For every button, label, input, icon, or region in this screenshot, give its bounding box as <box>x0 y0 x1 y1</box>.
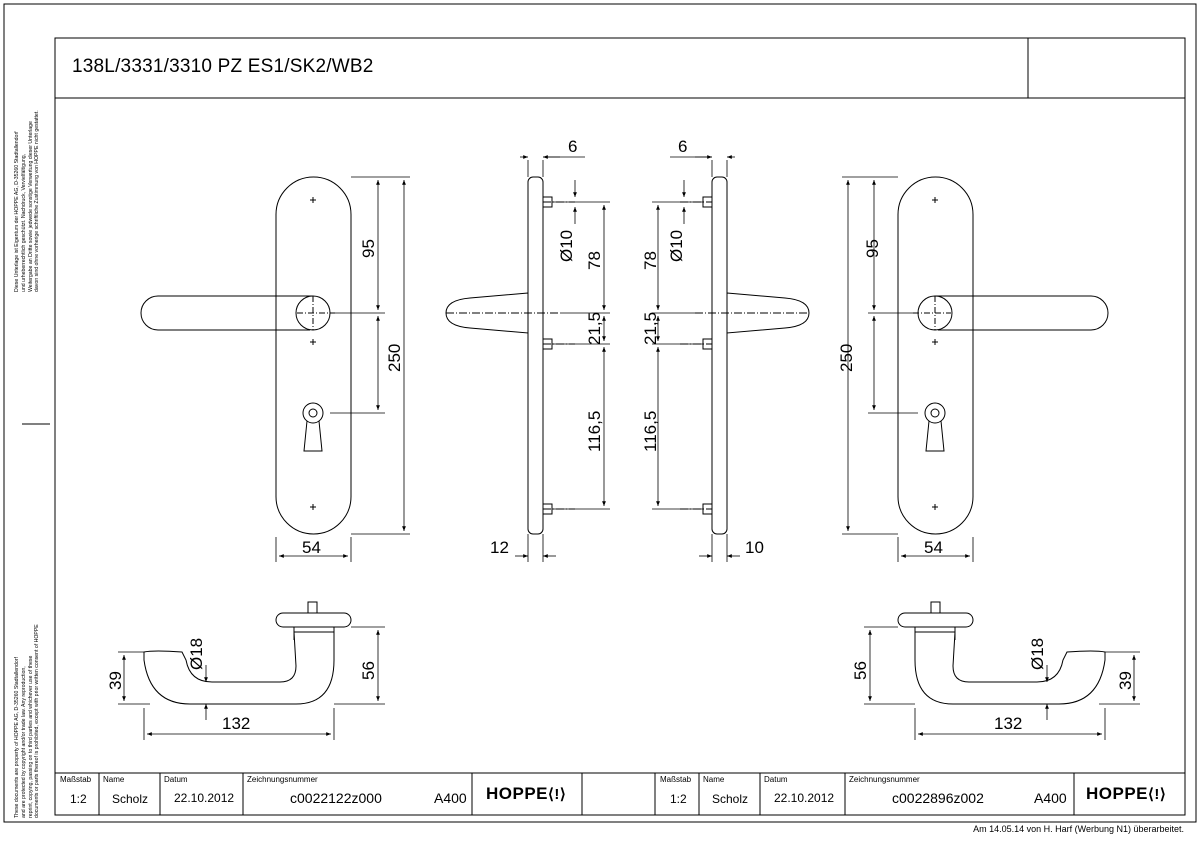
revision-footer: Am 14.05.14 von H. Harf (Werbung N1) übe… <box>973 824 1184 834</box>
dim-6-right: 6 <box>678 137 687 156</box>
scale-value: 1:2 <box>70 792 87 806</box>
copyright-note-en: These documents are property of HOPPE AG… <box>14 624 41 818</box>
dim-56-left: 56 <box>359 661 378 680</box>
dim-54-right: 54 <box>924 538 943 557</box>
side-right-dims <box>652 155 740 562</box>
dim-39-left: 39 <box>106 671 125 690</box>
dim-116-5-right: 116,5 <box>641 411 660 452</box>
front-view-right <box>897 176 1109 535</box>
name-value: Scholz <box>712 792 749 806</box>
label-name: Name <box>103 775 125 784</box>
hoppe-mark-icon: ⟨!⟩ <box>548 786 567 803</box>
scale-value: 1:2 <box>670 792 687 806</box>
note-en-line: documents or parts thereof is prohibited… <box>34 624 41 818</box>
format-value: A400 <box>1034 790 1067 806</box>
note-en-line: and are protected by copyright and/or tr… <box>20 666 27 818</box>
front-right-dims <box>842 176 974 562</box>
label-drawing-number: Zeichnungsnummer <box>247 775 318 784</box>
date-value: 22.10.2012 <box>774 791 835 805</box>
hoppe-logo: HOPPE⟨!⟩ <box>486 784 566 804</box>
top-left-dims <box>118 626 385 740</box>
side-view-left <box>445 176 575 535</box>
dim-12: 12 <box>490 538 509 557</box>
label-scale: Maßstab <box>660 775 692 784</box>
copyright-note-de: Diese Unterlage ist Eigentum der HOPPE A… <box>14 110 41 292</box>
dim-d18-right: Ø18 <box>1028 638 1047 670</box>
drawing-number: c0022122z000 <box>290 790 382 806</box>
note-en-line: These documents are property of HOPPE AG… <box>14 657 20 818</box>
name-value: Scholz <box>112 792 149 806</box>
format-value: A400 <box>434 790 467 806</box>
dim-56-right: 56 <box>851 661 870 680</box>
date-value: 22.10.2012 <box>174 791 235 805</box>
note-de-line: davon sind ohne vorherige schriftliche Z… <box>34 110 41 292</box>
dim-21-5-left: 21,5 <box>585 312 604 345</box>
dim-78-right: 78 <box>641 251 660 270</box>
hoppe-mark-icon: ⟨!⟩ <box>1148 786 1167 803</box>
label-name: Name <box>703 775 725 784</box>
dim-39-right: 39 <box>1116 671 1135 690</box>
note-de-line: und urheberrechtlich geschützt. Nachdruc… <box>20 153 27 292</box>
dim-95-right: 95 <box>863 239 882 258</box>
label-drawing-number: Zeichnungsnummer <box>849 775 920 784</box>
dim-132-left: 132 <box>222 714 250 733</box>
dim-10-wall: 10 <box>745 538 764 557</box>
dim-116-5-left: 116,5 <box>585 411 604 452</box>
dim-250-left: 250 <box>385 344 404 372</box>
side-view-right <box>680 176 810 535</box>
hoppe-logo: HOPPE⟨!⟩ <box>1086 784 1166 804</box>
drawing-number: c0022896z002 <box>892 790 984 806</box>
drawing-title: 138L/3331/3310 PZ ES1/SK2/WB2 <box>72 56 374 77</box>
top-right-dims <box>864 626 1140 740</box>
note-de-line: Diese Unterlage ist Eigentum der HOPPE A… <box>14 131 20 292</box>
dim-6-left: 6 <box>568 137 577 156</box>
dim-95-left: 95 <box>359 239 378 258</box>
dim-250-right: 250 <box>837 344 856 372</box>
top-view-right <box>897 601 1106 705</box>
label-scale: Maßstab <box>60 775 92 784</box>
dim-78-left: 78 <box>585 251 604 270</box>
label-date: Datum <box>764 775 788 784</box>
front-left-dims <box>275 176 410 562</box>
dim-54-left: 54 <box>302 538 321 557</box>
logo-text: HOPPE <box>486 784 549 803</box>
front-view-left <box>140 176 352 535</box>
drawing-frame <box>3 3 1197 823</box>
dim-21-5-right: 21,5 <box>641 312 660 345</box>
top-view-left <box>143 601 352 705</box>
dim-d18-left: Ø18 <box>187 638 206 670</box>
note-de-line: Weitergabe an Dritte sowie jedwede sonst… <box>27 121 34 292</box>
label-date: Datum <box>164 775 188 784</box>
logo-text: HOPPE <box>1086 784 1149 803</box>
side-left-dims <box>515 155 610 562</box>
dim-d10-left: Ø10 <box>557 230 576 262</box>
note-en-line: reprint, copying, passing on to third pa… <box>27 655 34 818</box>
dim-132-right: 132 <box>994 714 1022 733</box>
dim-d10-right: Ø10 <box>667 230 686 262</box>
